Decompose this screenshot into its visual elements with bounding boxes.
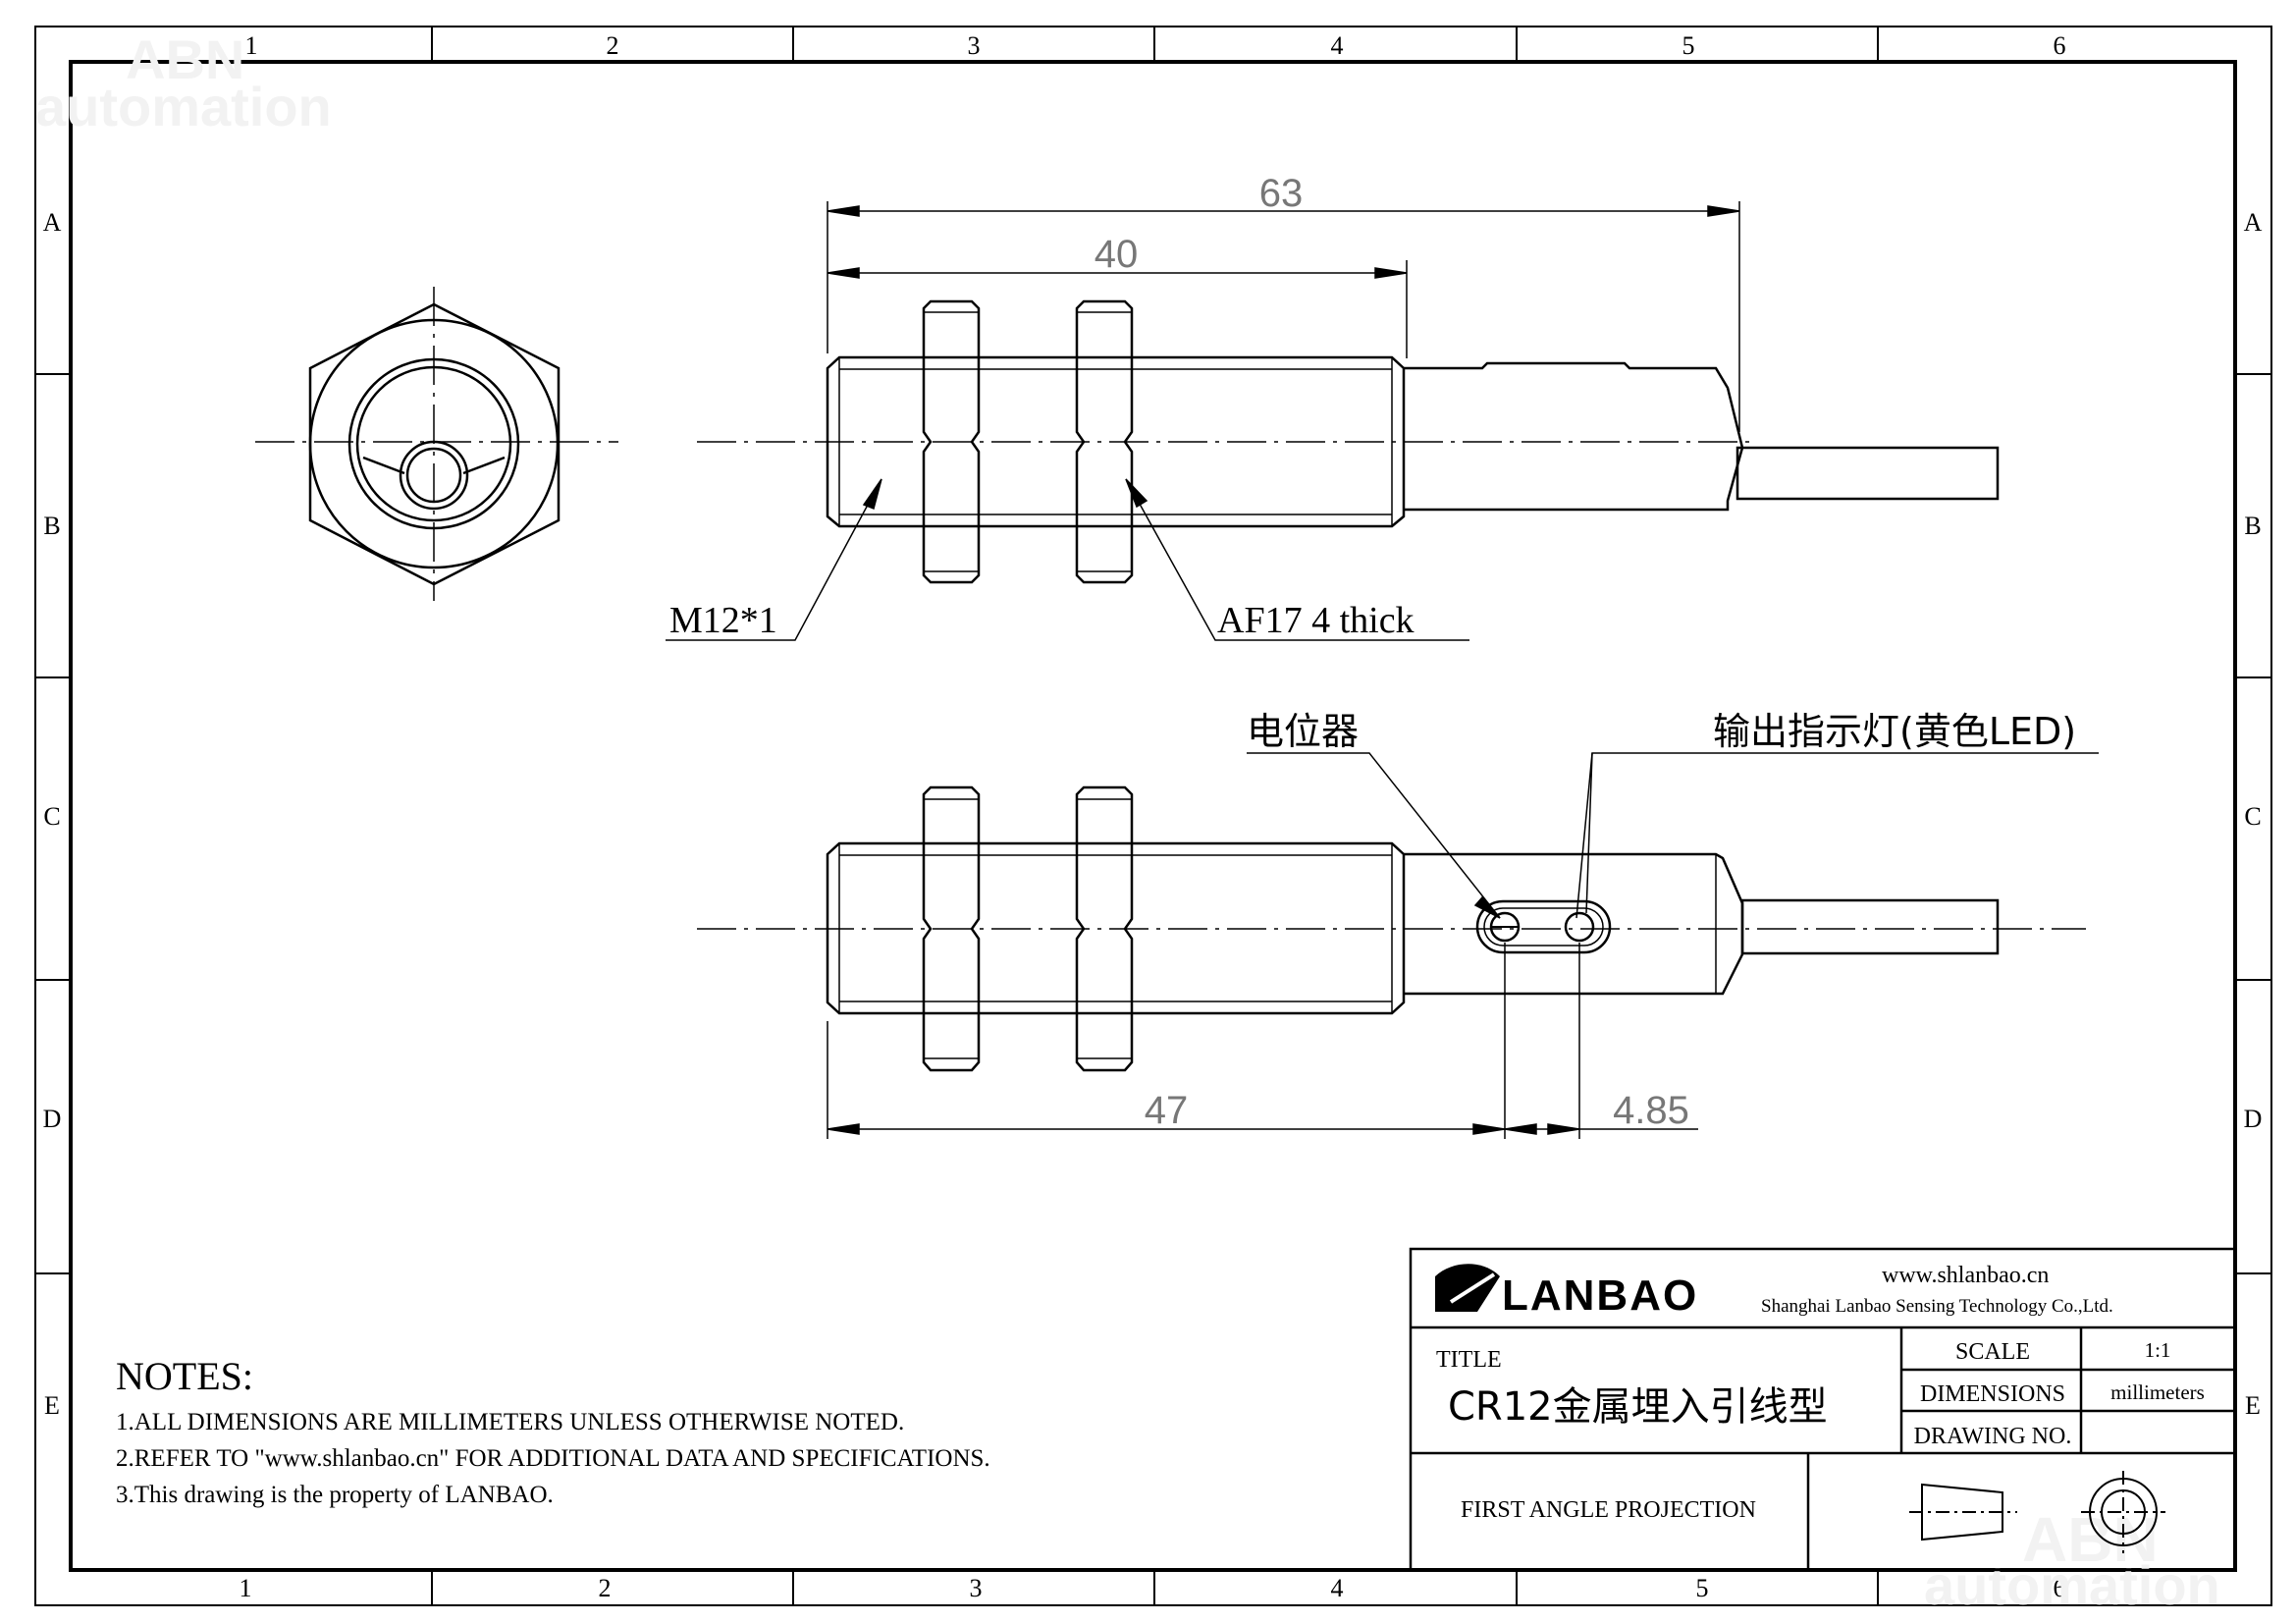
dim-thread-length: 40 [1095,233,1139,276]
row-label-d-left: D [43,1105,62,1133]
callout-nut-spec: AF17 4 thick [1217,600,1415,641]
title-block [1409,1247,2237,1572]
bottom-view-leaders [1247,752,1713,919]
row-label-c-left: C [43,802,60,831]
watermark-top-left: ABN automation [35,28,332,137]
drawing-no-label: DRAWING NO. [1914,1424,2072,1449]
col-label-6-bottom: 6 [2054,1574,2066,1602]
top-view-leaders [666,478,1469,641]
dim-overall-length: 63 [1259,172,1304,215]
side-view-top [697,299,2000,584]
dimensions-value: millimeters [2110,1380,2205,1404]
col-label-5-top: 5 [1682,31,1695,60]
row-label-b-right: B [2244,512,2261,540]
col-label-5-bottom: 5 [1696,1574,1709,1602]
row-label-e-right: E [2245,1391,2261,1420]
sheet-border [34,26,2272,1606]
note-item: 3.This drawing is the property of LANBAO… [116,1482,554,1508]
col-label-2-top: 2 [607,31,619,60]
title-block-logo: LANBAO [1435,1264,1698,1320]
col-label-3-bottom: 3 [970,1574,983,1602]
col-label-4-top: 4 [1331,31,1344,60]
company-name: Shanghai Lanbao Sensing Technology Co.,L… [1761,1296,2113,1317]
row-label-d-right: D [2244,1105,2263,1133]
company-website: www.shlanbao.cn [1882,1263,2049,1288]
watermark-text: automation [1924,1554,2220,1616]
dim-pot-to-led: 4.85 [1613,1089,1689,1132]
logo-wordmark: LANBAO [1502,1271,1698,1320]
top-view-dimensions [827,201,1740,432]
title-value: CR12金属埋入引线型 [1448,1384,1828,1430]
projection-label: FIRST ANGLE PROJECTION [1461,1497,1756,1523]
col-label-2-bottom: 2 [599,1574,612,1602]
watermark-bottom-right: ABN automation [1924,1504,2220,1616]
col-label-6-top: 6 [2054,31,2066,60]
end-view [255,287,618,601]
dim-to-potentiometer: 47 [1145,1089,1189,1132]
watermark-logo: ABN [126,28,244,90]
col-label-1-top: 1 [245,31,258,60]
row-label-a-left: A [43,208,62,237]
col-label-4-bottom: 4 [1331,1574,1344,1602]
row-label-c-right: C [2244,802,2261,831]
note-item: 1.ALL DIMENSIONS ARE MILLIMETERS UNLESS … [116,1409,904,1435]
scale-label: SCALE [1955,1339,2030,1365]
col-label-1-bottom: 1 [240,1574,252,1602]
watermark-text: automation [35,76,332,137]
callout-thread-spec: M12*1 [669,600,777,641]
title-label: TITLE [1436,1347,1502,1373]
callout-indicator-led: 输出指示灯(黄色LED) [1713,710,2076,753]
col-label-3-top: 3 [968,31,981,60]
scale-value: 1:1 [2145,1338,2171,1362]
zone-labels: 1 2 3 4 5 6 1 2 3 4 5 6 A B C D E A B C … [43,31,2263,1602]
row-label-a-right: A [2244,208,2263,237]
callout-potentiometer: 电位器 [1247,710,1359,753]
bottom-view-dimensions [827,943,1698,1139]
dimensions-label: DIMENSIONS [1920,1381,2065,1407]
side-view-bottom [697,785,2086,1072]
notes-heading: NOTES: [116,1354,253,1398]
row-label-b-left: B [43,512,60,540]
notes-block: NOTES: 1.ALL DIMENSIONS ARE MILLIMETERS … [116,1354,990,1508]
note-item: 2.REFER TO "www.shlanbao.cn" FOR ADDITIO… [116,1445,990,1472]
projection-symbol-icon [1909,1471,2165,1553]
lanbao-logo-icon [1435,1264,1500,1312]
row-label-e-left: E [44,1391,60,1420]
